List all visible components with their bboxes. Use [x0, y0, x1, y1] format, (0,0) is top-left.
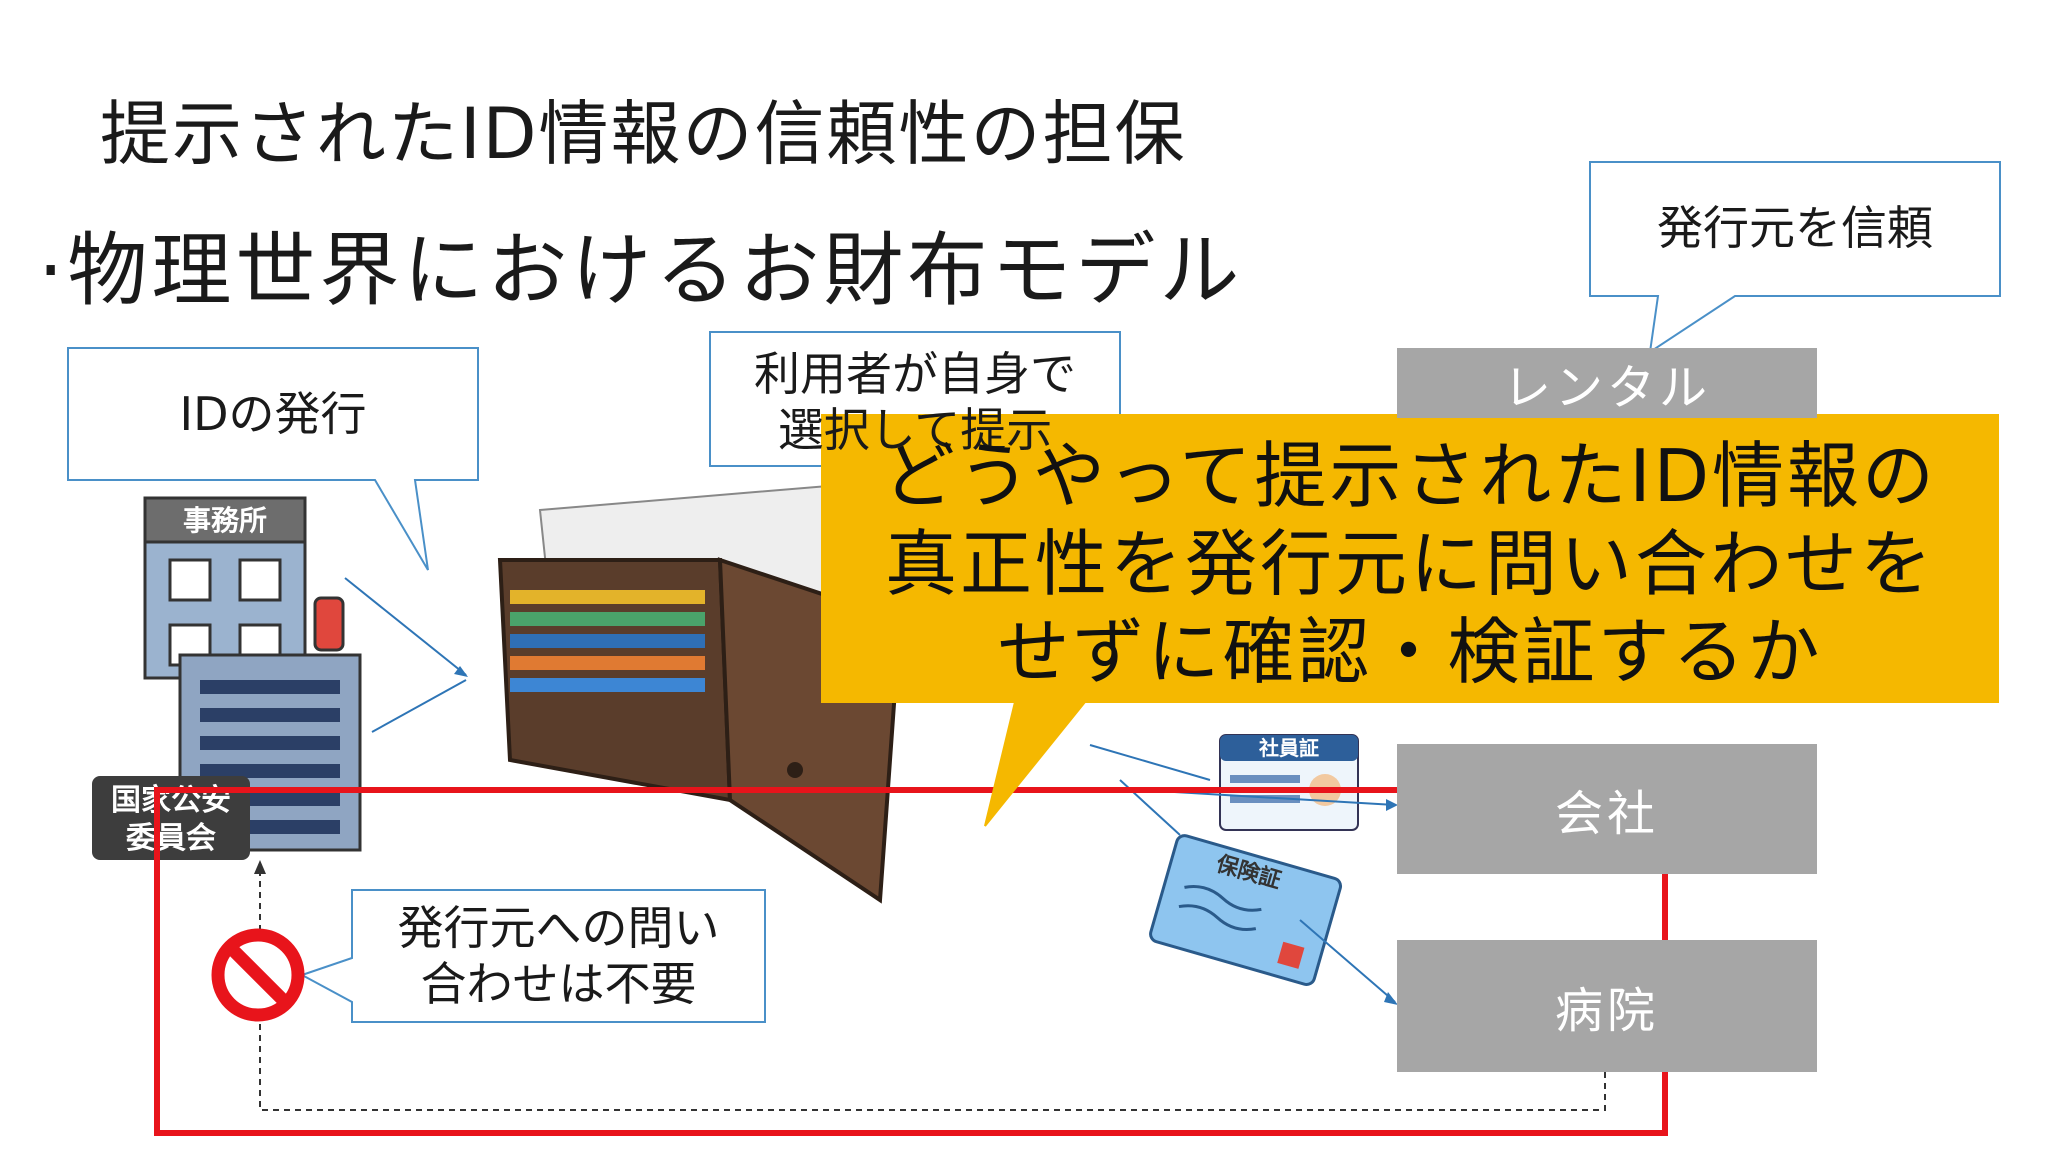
callout-id-issuance-shape	[67, 347, 479, 571]
arrow-wallet-to-employee-card	[1089, 744, 1211, 781]
callout-no-inquiry-shape	[299, 889, 766, 1023]
question-banner-shape	[821, 414, 1999, 827]
callout-trust-issuer-shape	[1589, 161, 2001, 355]
police-building-illustration	[92, 596, 362, 860]
arrow-to-hospital	[1299, 919, 1396, 1003]
police-sign-line2: 委員会	[126, 821, 216, 856]
callout-trust-issuer-text: 発行元を信頼	[1657, 201, 1933, 255]
arrow-police-to-wallet	[371, 679, 467, 733]
callout-no-inquiry-line1: 発行元への問い	[397, 901, 720, 955]
wallet-illustration	[497, 478, 932, 904]
question-banner-line1: どうやって提示されたID情報の	[882, 434, 1938, 518]
slide-subtitle: ·物理世界におけるお財布モデル	[38, 224, 1244, 317]
callout-id-issuance-text: IDの発行	[179, 387, 367, 441]
verifier-hospital: 病院	[1397, 940, 1817, 1072]
office-sign-text: 事務所	[183, 504, 267, 537]
prohibition-icon	[211, 928, 305, 1022]
slide-title: 提示されたID情報の信頼性の担保	[100, 93, 1187, 175]
insurance-card-illustration	[1149, 834, 1343, 986]
verifier-rental: レンタル	[1397, 348, 1817, 418]
callout-user-select-line2: 選択して提示	[777, 403, 1053, 457]
arrow-office-to-wallet	[344, 577, 467, 676]
callout-user-select-line1: 利用者が自身で	[754, 347, 1076, 401]
employee-card-illustration	[1219, 734, 1359, 831]
employee-card-text: 社員証	[1258, 736, 1319, 760]
verifier-company: 会社	[1397, 744, 1817, 874]
office-building-illustration	[143, 496, 307, 680]
question-banner-line2: 真正性を発行元に問い合わせを	[884, 522, 1935, 606]
question-banner: どうやって提示されたID情報の 真正性を発行元に問い合わせを せずに確認・検証す…	[822, 432, 1998, 702]
question-banner-line3: せずに確認・検証するか	[997, 610, 1823, 694]
callout-no-inquiry-line2: 合わせは不要	[420, 957, 697, 1011]
